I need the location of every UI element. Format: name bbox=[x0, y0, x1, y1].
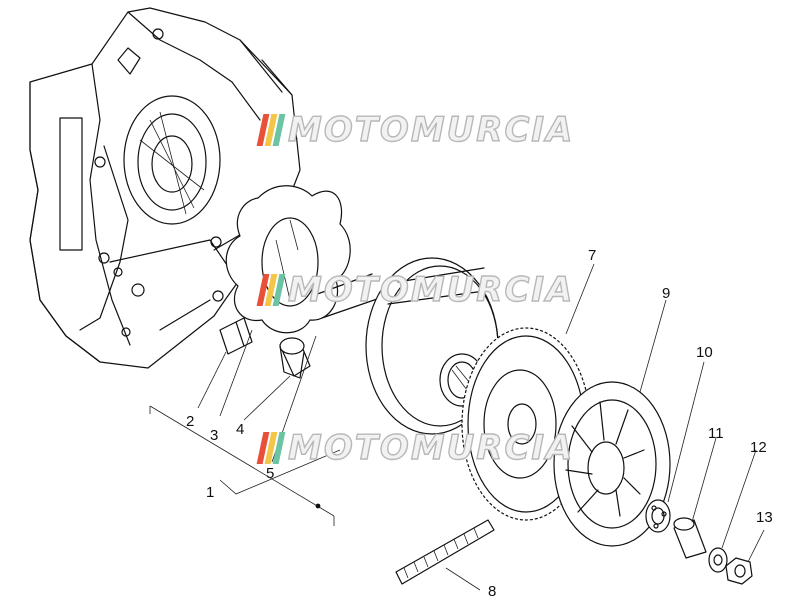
callout-10: 10 bbox=[696, 344, 713, 361]
callout-labels: 1 2 3 4 5 7 8 9 10 12 13 11 bbox=[186, 247, 773, 600]
watermark-logo-top: MOTOMURCIA bbox=[256, 109, 575, 151]
part-3-lobed-washer bbox=[225, 185, 351, 334]
callout-5: 5 bbox=[266, 465, 274, 482]
part-13-spacer bbox=[673, 517, 707, 559]
watermark-text: MOTOMURCIA bbox=[287, 109, 575, 150]
part-8-rack bbox=[395, 519, 495, 585]
callout-8: 8 bbox=[488, 583, 496, 600]
callout-2: 2 bbox=[186, 413, 194, 430]
watermark-flag-icon bbox=[256, 274, 288, 306]
watermark-flag-icon bbox=[256, 114, 288, 146]
part-10-bearing bbox=[645, 499, 671, 533]
part-11-washer bbox=[708, 547, 728, 573]
watermark-logo-middle: MOTOMURCIA bbox=[256, 269, 575, 311]
callout-7: 7 bbox=[588, 247, 596, 264]
watermark-text: MOTOMURCIA bbox=[287, 269, 575, 310]
part-9-fan-pulley bbox=[553, 381, 671, 547]
group-bracket bbox=[149, 405, 335, 526]
watermark-logo-bottom: MOTOMURCIA bbox=[256, 427, 575, 469]
callout-3: 3 bbox=[210, 427, 218, 444]
part-4-bushing bbox=[279, 337, 311, 379]
callout-13: 11 bbox=[708, 425, 724, 442]
part-2-block bbox=[219, 317, 253, 355]
part-12-nut bbox=[725, 557, 753, 585]
callout-9: 9 bbox=[662, 285, 670, 302]
callout-1: 1 bbox=[206, 484, 214, 501]
callout-12: 13 bbox=[756, 509, 773, 526]
callout-4: 4 bbox=[236, 421, 244, 438]
callout-11: 12 bbox=[750, 439, 767, 456]
watermark-flag-icon bbox=[256, 432, 288, 464]
watermark-text: MOTOMURCIA bbox=[287, 427, 575, 468]
leader-lines bbox=[197, 263, 765, 591]
